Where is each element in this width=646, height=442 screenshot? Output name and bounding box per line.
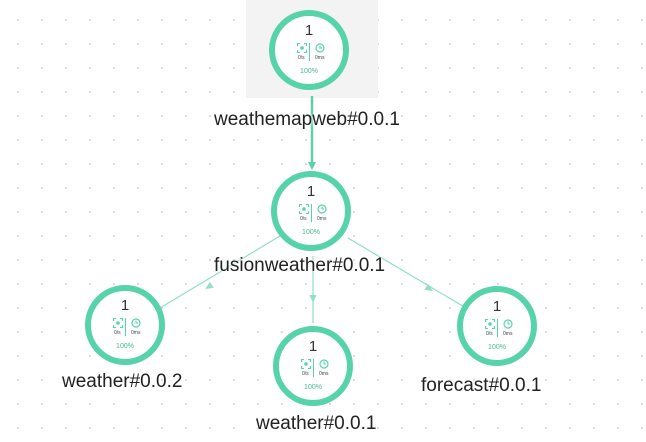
scan-frame-icon (301, 359, 311, 369)
node-count: 1 (492, 298, 502, 315)
metric-divider (125, 318, 126, 336)
metric-divider (497, 319, 498, 337)
node-label-fusionweather: fusionweather#0.0.1 (214, 255, 386, 276)
scan-frame-icon (299, 204, 309, 214)
throughput-value: 0/s (300, 216, 307, 222)
scan-frame-icon (113, 318, 123, 328)
service-node-weathemapweb[interactable]: 1 0/s 0ms 100% (269, 10, 349, 90)
success-percent: 100% (300, 68, 318, 75)
node-count: 1 (306, 183, 316, 200)
node-count: 1 (304, 22, 314, 39)
edge-arrow-weather001 (309, 295, 317, 303)
node-label-weather002: weather#0.0.2 (62, 371, 183, 392)
latency-value: 0ms (131, 330, 141, 336)
success-percent: 100% (304, 384, 322, 391)
node-label-weather001: weather#0.0.1 (256, 413, 377, 434)
success-percent: 100% (116, 343, 134, 350)
throughput-value: 0/s (298, 55, 305, 61)
service-node-weather002[interactable]: 1 0/s 0ms 100% (85, 285, 165, 365)
metric-divider (313, 359, 314, 377)
node-metrics: 0/s 0ms (463, 319, 531, 341)
node-label-weathemapweb: weathemapweb#0.0.1 (214, 109, 400, 130)
node-metrics: 0/s 0ms (91, 318, 159, 340)
edge-fusionweather-weather002[interactable] (159, 235, 281, 309)
clock-icon (131, 318, 141, 328)
node-count: 1 (308, 338, 318, 355)
latency-value: 0ms (315, 55, 325, 61)
throughput-value: 0/s (302, 371, 309, 377)
edge-arrow-forecast (424, 283, 433, 291)
service-node-forecast[interactable]: 1 0/s 0ms 100% (457, 286, 537, 366)
node-label-forecast: forecast#0.0.1 (421, 375, 542, 396)
service-node-fusionweather[interactable]: 1 0/s 0ms 100% (271, 171, 351, 251)
success-percent: 100% (488, 344, 506, 351)
service-node-weather001[interactable]: 1 0/s 0ms 100% (273, 326, 353, 406)
latency-value: 0ms (503, 331, 513, 337)
clock-icon (503, 319, 513, 329)
edge-arrow-weather002 (205, 281, 214, 289)
metric-divider (311, 204, 312, 222)
metric-divider (309, 43, 310, 61)
node-metrics: 0/s 0ms (277, 204, 345, 226)
edge-fusionweather-forecast[interactable] (347, 237, 467, 309)
clock-icon (319, 359, 329, 369)
node-metrics: 0/s 0ms (275, 43, 343, 65)
clock-icon (317, 204, 327, 214)
latency-value: 0ms (317, 216, 327, 222)
throughput-value: 0/s (114, 330, 121, 336)
node-metrics: 0/s 0ms (279, 359, 347, 381)
success-percent: 100% (302, 229, 320, 236)
latency-value: 0ms (319, 371, 329, 377)
node-count: 1 (120, 297, 130, 314)
throughput-value: 0/s (486, 331, 493, 337)
scan-frame-icon (485, 319, 495, 329)
scan-frame-icon (297, 43, 307, 53)
clock-icon (315, 43, 325, 53)
